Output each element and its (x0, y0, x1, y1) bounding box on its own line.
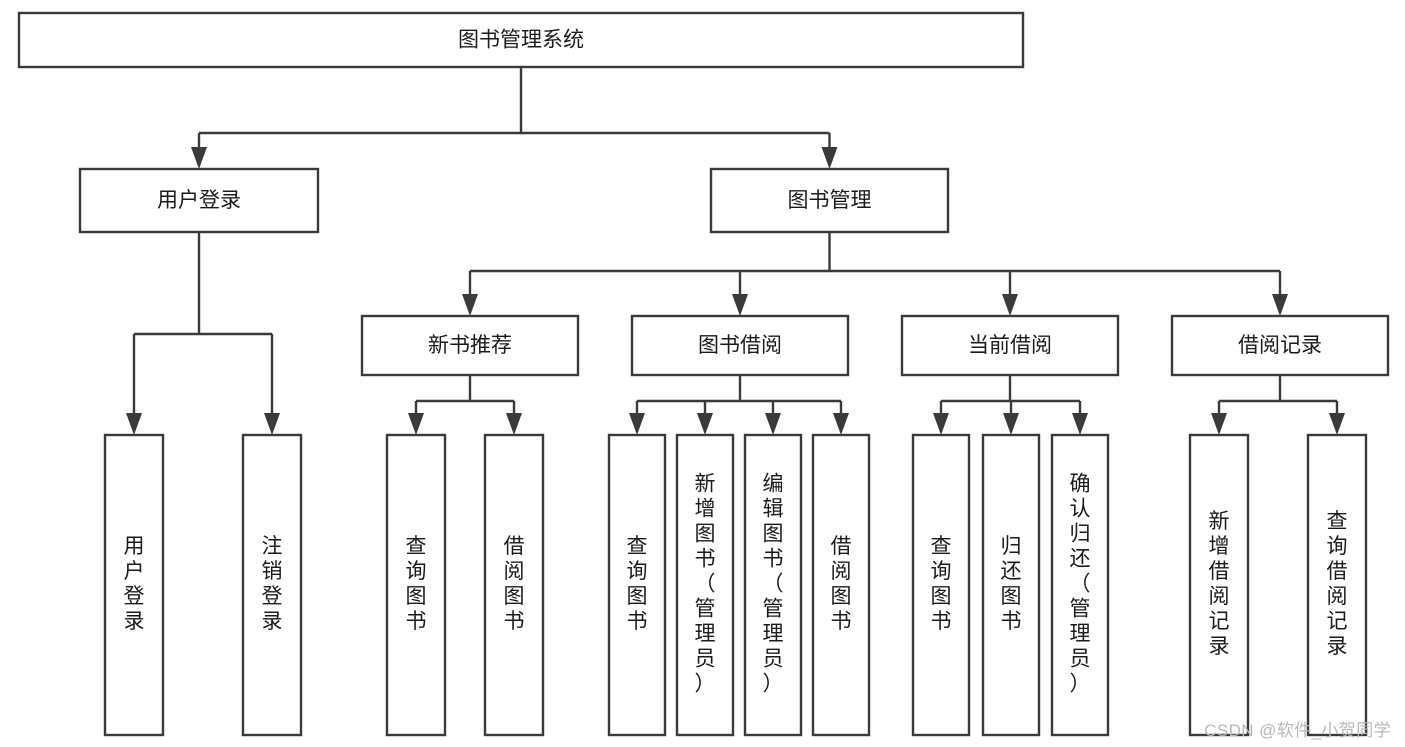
node-leaf-add-record[interactable]: 新增借阅记录 (1188, 433, 1250, 737)
node-label: 新增借阅记录 (1209, 510, 1230, 658)
node-leaf-edit-book[interactable]: 编辑图书（管理员） (743, 433, 803, 737)
node-label: 查询图书 (406, 535, 427, 633)
node-leaf-return-book[interactable]: 归还图书 (981, 433, 1041, 737)
node-book-manage[interactable]: 图书管理 (709, 167, 950, 234)
node-label: 当前借阅 (968, 334, 1052, 357)
node-user-login[interactable]: 用户登录 (78, 167, 320, 234)
node-leaf-query-record[interactable]: 查询借阅记录 (1306, 433, 1368, 737)
connector-group-borrow-record (1211, 375, 1345, 435)
node-label: 查询图书 (931, 535, 952, 633)
node-label: 查询图书 (627, 535, 648, 633)
node-leaf-confirm-return[interactable]: 确认归还（管理员） (1050, 433, 1110, 737)
node-label: 用户登录 (157, 189, 241, 212)
node-label: 归还图书 (1001, 535, 1022, 633)
node-layer: 图书管理系统用户登录图书管理新书推荐图书借阅当前借阅借阅记录用户登录注销登录查询… (17, 11, 1390, 737)
connector-group-root (191, 67, 838, 169)
node-label: 编辑图书（管理员） (763, 473, 784, 696)
node-label: 注销登录 (262, 535, 283, 633)
connector-layer (126, 67, 1345, 435)
connector-group-book-borrow (629, 375, 849, 435)
connector-group-user-login (126, 232, 280, 435)
node-current-borrow[interactable]: 当前借阅 (900, 314, 1120, 377)
node-leaf-borrow-book-1[interactable]: 借阅图书 (483, 433, 545, 737)
node-book-borrow[interactable]: 图书借阅 (630, 314, 850, 377)
connector-group-new-book-rec (408, 375, 522, 435)
node-leaf-user-login[interactable]: 用户登录 (103, 433, 165, 737)
node-label: 图书管理 (788, 189, 872, 212)
connector-group-current-borrow (933, 375, 1088, 435)
connector-group-book-manage (462, 232, 1288, 316)
node-leaf-borrow-book-2[interactable]: 借阅图书 (811, 433, 871, 737)
node-leaf-add-book[interactable]: 新增图书（管理员） (675, 433, 735, 737)
node-label: 借阅图书 (504, 535, 525, 633)
node-label: 新增图书（管理员） (695, 473, 716, 696)
node-label: 确认归还（管理员） (1070, 473, 1091, 696)
node-leaf-query-book-2[interactable]: 查询图书 (607, 433, 667, 737)
node-new-book-rec[interactable]: 新书推荐 (360, 314, 580, 377)
node-label: 借阅记录 (1238, 334, 1322, 357)
node-root[interactable]: 图书管理系统 (17, 11, 1025, 69)
node-label: 查询借阅记录 (1327, 510, 1348, 658)
node-label: 新书推荐 (428, 334, 512, 357)
node-leaf-query-book-1[interactable]: 查询图书 (385, 433, 447, 737)
node-borrow-record[interactable]: 借阅记录 (1170, 314, 1390, 377)
node-label: 用户登录 (124, 535, 145, 633)
node-label: 图书管理系统 (458, 29, 584, 52)
node-leaf-query-book-3[interactable]: 查询图书 (911, 433, 971, 737)
node-leaf-user-logout[interactable]: 注销登录 (241, 433, 303, 737)
node-label: 借阅图书 (831, 535, 852, 633)
node-label: 图书借阅 (698, 334, 782, 357)
